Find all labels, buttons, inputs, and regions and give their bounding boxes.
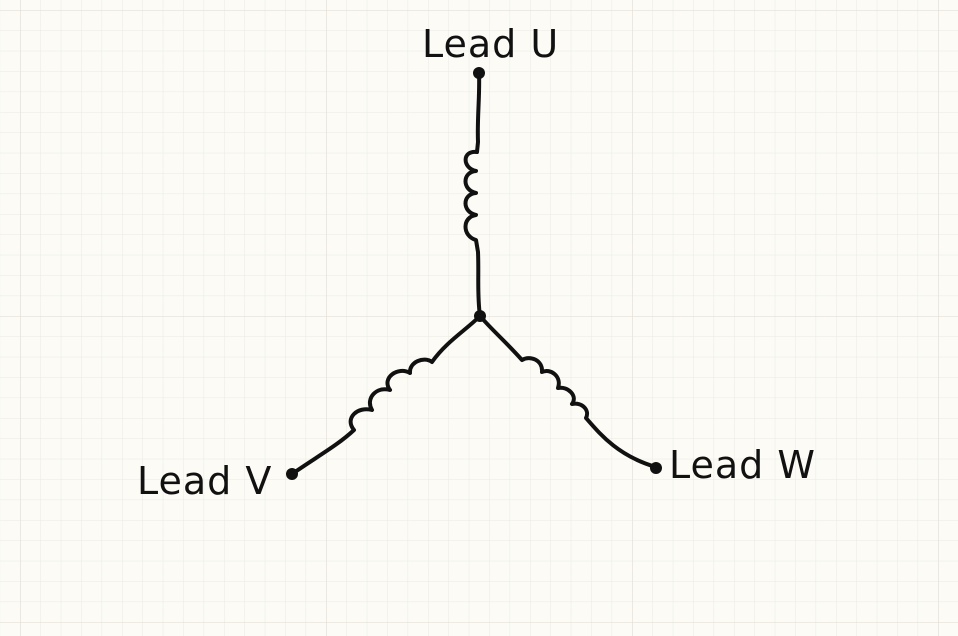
lead-w-label: Lead W [669,443,816,487]
neutral-point [474,310,486,322]
winding-w [478,314,658,469]
lead-w-terminal [650,462,662,474]
lead-v-label: Lead V [137,459,272,503]
lead-u-label: Lead U [422,22,559,66]
lead-v-terminal [286,468,298,480]
lead-u-terminal [473,67,485,79]
winding-u [463,71,482,318]
winding-v [290,314,482,476]
